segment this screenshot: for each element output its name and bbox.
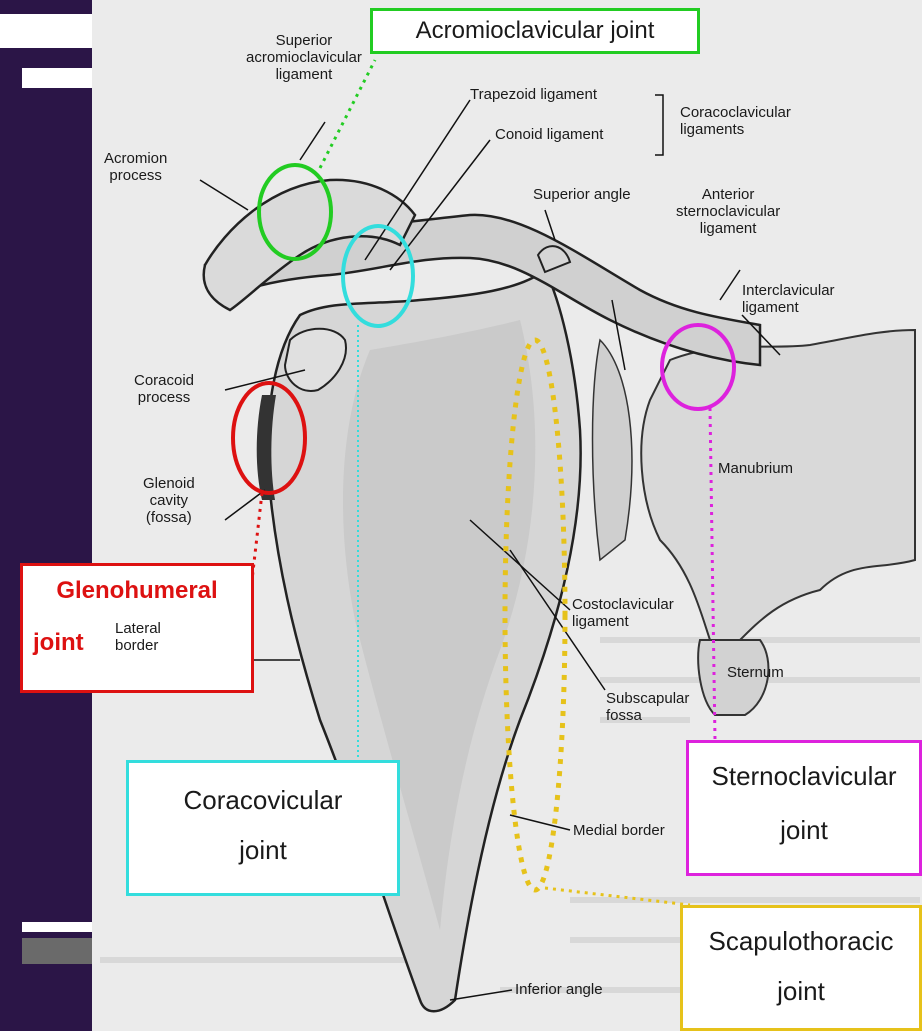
label-superior-acromioclavicular-ligament: Superior acromioclavicular ligament: [246, 32, 362, 83]
callout-coracovicular-line2: joint: [129, 833, 397, 867]
callout-coracovicular-joint: Coracovicular joint: [126, 760, 400, 896]
label-interclavicular-ligament: Interclavicular ligament: [742, 282, 835, 316]
label-glenoid-cavity: Glenoid cavity (fossa): [143, 475, 195, 526]
label-acromion-process: Acromion process: [104, 150, 167, 184]
callout-sternoclavicular-line2: joint: [689, 813, 919, 847]
label-sternum: Sternum: [727, 664, 784, 681]
callout-scapulothoracic-line2: joint: [683, 974, 919, 1008]
label-anterior-sternoclavicular-ligament: Anterior sternoclavicular ligament: [676, 186, 780, 237]
label-inferior-angle: Inferior angle: [515, 981, 603, 998]
first-rib-shape: [593, 340, 632, 560]
manubrium-shape: [641, 330, 915, 640]
callout-acromioclavicular-joint: Acromioclavicular joint: [370, 8, 700, 54]
label-coracoid-process: Coracoid process: [134, 372, 194, 406]
label-superior-angle: Superior angle: [533, 186, 631, 203]
label-conoid-ligament: Conoid ligament: [495, 126, 603, 143]
label-subscapular-fossa: Subscapular fossa: [606, 690, 689, 724]
callout-glenohumeral-line1: Glenohumeral: [23, 576, 251, 606]
label-medial-border: Medial border: [573, 822, 665, 839]
callout-scapulothoracic-joint: Scapulothoracic joint: [680, 905, 922, 1031]
label-lateral-border: Lateral border: [115, 620, 161, 654]
callout-glenohumeral-joint: Glenohumeral joint Lateral border: [20, 563, 254, 693]
callout-scapulothoracic-line1: Scapulothoracic: [683, 924, 919, 958]
label-trapezoid-ligament: Trapezoid ligament: [470, 86, 597, 103]
label-coracoclavicular-ligaments: Coracoclavicular ligaments: [680, 104, 791, 138]
callout-glenohumeral-line2: joint: [33, 628, 84, 658]
label-costoclavicular-ligament: Costoclavicular ligament: [572, 596, 674, 630]
callout-sternoclavicular-joint: Sternoclavicular joint: [686, 740, 922, 876]
callout-sternoclavicular-line1: Sternoclavicular: [689, 759, 919, 793]
label-manubrium: Manubrium: [718, 460, 793, 477]
callout-coracovicular-line1: Coracovicular: [129, 783, 397, 817]
